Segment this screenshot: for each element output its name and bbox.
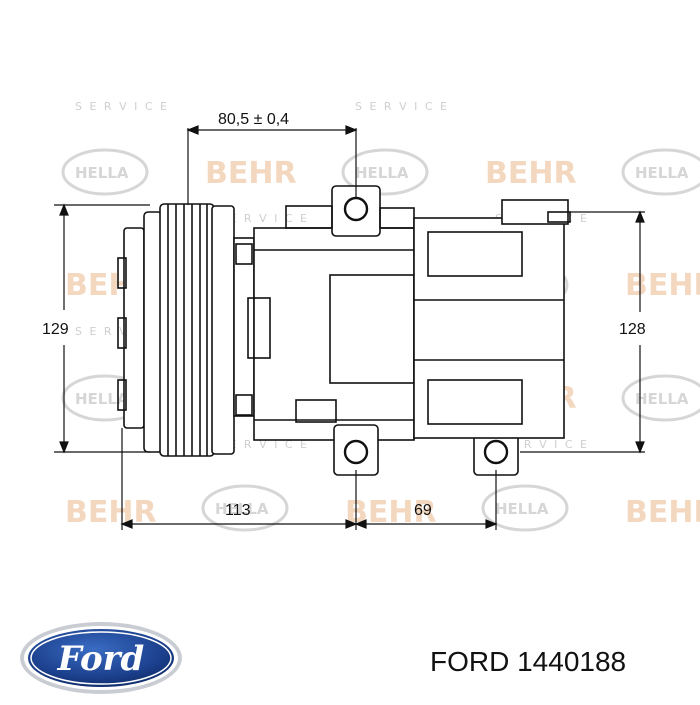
svg-text:HELLA: HELLA bbox=[355, 164, 409, 182]
dimension-lines bbox=[54, 125, 645, 530]
ford-logo-icon: Ford bbox=[18, 620, 184, 696]
hella-logo-icon: HELLA bbox=[61, 148, 149, 196]
watermark-behr: BEHR bbox=[65, 495, 157, 530]
svg-text:HELLA: HELLA bbox=[495, 500, 549, 518]
ford-logo-text: Ford bbox=[57, 639, 145, 679]
watermark-service: S E R V I C E bbox=[75, 100, 169, 113]
pulley bbox=[143, 203, 235, 457]
hella-logo-icon: HELLA bbox=[481, 484, 569, 532]
svg-text:HELLA: HELLA bbox=[635, 390, 689, 408]
rear-housing bbox=[413, 199, 571, 439]
dimension-top-width: 80,5 ± 0,4 bbox=[218, 111, 289, 128]
dimension-bottom-right: 69 bbox=[414, 502, 432, 519]
dimension-right-height: 128 bbox=[619, 321, 646, 338]
part-number-label: FORD 1440188 bbox=[430, 646, 627, 677]
watermark-service: S E R V I C E bbox=[215, 438, 309, 451]
watermark-behr: BEHR bbox=[485, 156, 577, 191]
watermark-behr: BEHR bbox=[625, 495, 700, 530]
svg-text:HELLA: HELLA bbox=[635, 164, 689, 182]
dimension-left-height: 129 bbox=[42, 321, 69, 338]
hella-logo-icon: HELLA bbox=[621, 148, 700, 196]
watermark-service: S E R V I C E bbox=[215, 212, 309, 225]
hella-logo-icon: HELLA bbox=[341, 148, 429, 196]
svg-text:HELLA: HELLA bbox=[215, 500, 269, 518]
ford-logo-graphic: Ford bbox=[20, 622, 182, 694]
svg-text:HELLA: HELLA bbox=[75, 164, 129, 182]
dimension-bottom-left: 113 bbox=[225, 502, 251, 519]
watermark-behr: BEHR bbox=[625, 268, 700, 303]
svg-text:HELLA: HELLA bbox=[75, 390, 129, 408]
watermark-service: S E R V I C E bbox=[355, 100, 449, 113]
watermark-behr: BEHR bbox=[205, 156, 297, 191]
front-housing bbox=[233, 227, 415, 441]
hella-logo-icon: HELLA bbox=[621, 374, 700, 422]
hella-logo-icon: HELLA bbox=[201, 484, 289, 532]
compressor-outline bbox=[117, 185, 571, 476]
